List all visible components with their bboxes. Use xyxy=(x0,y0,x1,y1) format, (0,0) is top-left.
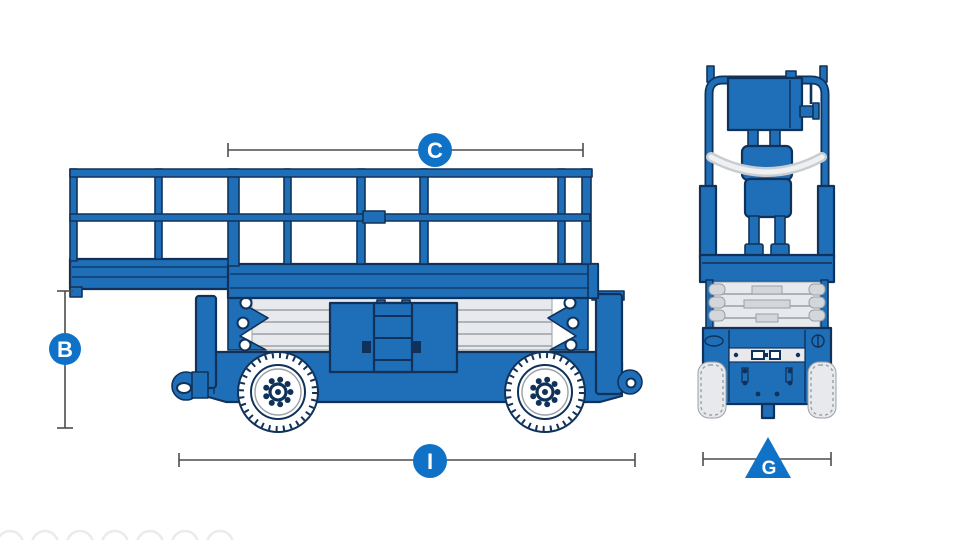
pivot-pin xyxy=(563,296,577,310)
dimension-C: C xyxy=(227,133,584,167)
rear-tie-lug xyxy=(617,369,643,395)
side-platform xyxy=(68,257,600,300)
pivot-pin xyxy=(236,316,250,330)
front-scissor-stack xyxy=(708,281,826,329)
deck-step xyxy=(69,286,83,298)
control-arm-cap xyxy=(812,102,820,120)
control-arm xyxy=(799,105,815,118)
dimension-I: I xyxy=(178,444,636,478)
gate-latch xyxy=(362,210,386,224)
top-rail xyxy=(69,168,593,178)
left-mast-post xyxy=(698,184,718,260)
right-mast-post xyxy=(816,184,836,260)
dimension-marker-circle xyxy=(49,333,81,365)
door-handle xyxy=(362,341,371,353)
pivot-pin xyxy=(238,338,252,352)
pivot-pin xyxy=(239,296,253,310)
door-handle xyxy=(412,341,421,353)
front-tie-lug xyxy=(171,371,209,401)
dimension-label: C xyxy=(427,138,443,163)
thumbnail-circle xyxy=(66,529,94,540)
side-rear-wheel xyxy=(505,352,585,432)
thumbnail-circle xyxy=(0,529,24,540)
thumbnail-circle xyxy=(101,529,129,540)
dimension-marker-circle xyxy=(413,444,447,478)
extension-deck xyxy=(68,257,238,291)
side-view xyxy=(68,168,643,432)
pivot-pin xyxy=(564,338,578,352)
dimension-B: B xyxy=(49,290,81,429)
dimension-label: I xyxy=(427,449,433,474)
dimension-label: G xyxy=(762,458,777,479)
deck-end-bracket xyxy=(587,263,599,299)
front-right-wheel xyxy=(807,361,837,419)
front-left-wheel xyxy=(697,361,727,419)
control-box xyxy=(726,76,804,132)
hitch xyxy=(760,402,776,420)
front-safety-strap xyxy=(706,152,827,177)
rear-support-column xyxy=(594,292,624,396)
front-lift-cylinder xyxy=(698,129,836,260)
thumbnail-circle xyxy=(206,529,234,540)
thumbnail-circle xyxy=(136,529,164,540)
side-front-wheel xyxy=(238,352,318,432)
side-engine-box xyxy=(328,299,459,374)
front-control-box xyxy=(726,70,820,132)
side-guardrails xyxy=(69,168,593,267)
main-deck xyxy=(226,262,600,300)
rear-view xyxy=(697,65,837,420)
pivot-pin xyxy=(566,316,580,330)
dimension-label: B xyxy=(57,337,73,362)
thumbnail-strip xyxy=(0,529,234,540)
dimension-marker-triangle xyxy=(745,437,791,478)
mid-rail xyxy=(69,213,591,222)
dimension-G: G xyxy=(702,437,832,479)
dimension-marker-circle xyxy=(418,133,452,167)
thumbnail-circle xyxy=(171,529,199,540)
thumbnail-circle xyxy=(31,529,59,540)
